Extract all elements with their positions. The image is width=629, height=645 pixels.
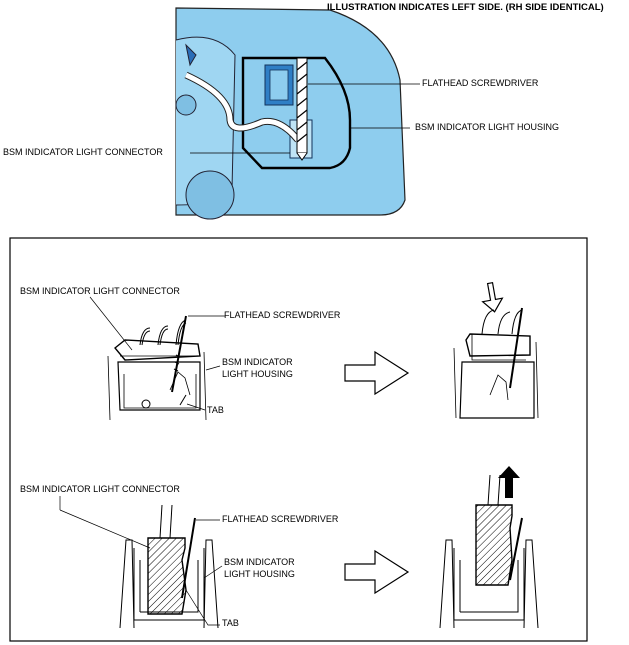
lower-housing-label-line1: BSM INDICATOR	[224, 557, 295, 567]
upper-screwdriver-label: FLATHEAD SCREWDRIVER	[224, 310, 341, 320]
top-connector-label: BSM INDICATOR LIGHT CONNECTOR	[3, 147, 163, 157]
upper-housing-label-line1: BSM INDICATOR	[222, 357, 293, 367]
connector-hatched	[147, 537, 187, 615]
upper-tab-label: TAB	[207, 405, 224, 415]
header-note: ILLUSTRATION INDICATES LEFT SIDE. (RH SI…	[327, 2, 604, 13]
top-screwdriver-label: FLATHEAD SCREWDRIVER	[422, 78, 539, 88]
upper-right-assembly	[453, 281, 539, 419]
upper-arrow	[344, 350, 410, 396]
lower-arrow	[344, 549, 410, 595]
lower-left-section	[119, 504, 219, 629]
upper-connector-label: BSM INDICATOR LIGHT CONNECTOR	[20, 286, 180, 296]
upper-left-assembly	[107, 315, 207, 421]
lower-screwdriver-label: FLATHEAD SCREWDRIVER	[222, 514, 339, 524]
lower-tab-label: TAB	[222, 618, 239, 628]
screwdriver	[296, 57, 308, 161]
upper-housing-label-line2: LIGHT HOUSING	[222, 369, 293, 379]
lower-housing-label-line2: LIGHT HOUSING	[224, 569, 295, 579]
lower-right-section	[439, 466, 539, 629]
top-illustration	[175, 7, 420, 220]
lower-connector-label: BSM INDICATOR LIGHT CONNECTOR	[20, 484, 180, 494]
top-housing-label: BSM INDICATOR LIGHT HOUSING	[415, 122, 560, 132]
